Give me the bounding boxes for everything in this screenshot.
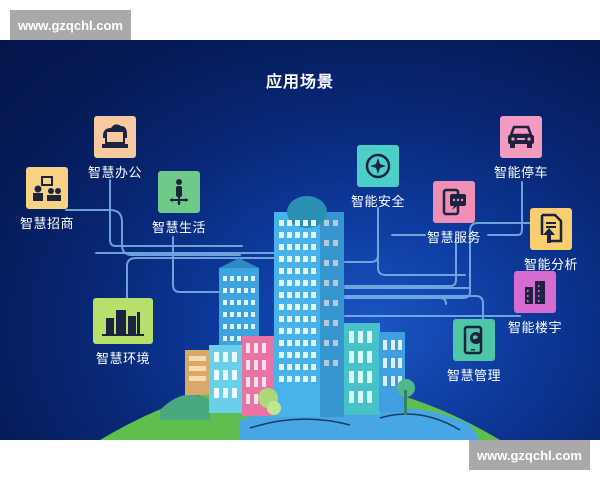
city-bars-icon bbox=[93, 298, 153, 344]
connector-lines bbox=[65, 179, 531, 323]
car-icon bbox=[500, 116, 542, 158]
cloud-laptop-icon bbox=[94, 116, 136, 158]
person-arrows-icon bbox=[158, 171, 200, 213]
phone-chat-icon bbox=[433, 181, 475, 223]
node-smart-investment: 智慧招商 bbox=[20, 167, 74, 232]
node-smart-parking: 智能停车 bbox=[494, 116, 548, 181]
node-label: 智能楼宇 bbox=[508, 321, 563, 336]
node-label: 智慧招商 bbox=[20, 217, 75, 232]
node-label: 智慧生活 bbox=[152, 221, 207, 236]
diagram-title: 应用场景 bbox=[265, 72, 334, 91]
node-smart-life: 智慧生活 bbox=[152, 171, 206, 236]
city-globe-illustration bbox=[100, 196, 500, 440]
watermark-bottom: www.gzqchl.com bbox=[469, 440, 590, 470]
presentation-meeting-icon bbox=[26, 167, 68, 209]
node-smart-environment: 智慧环境 bbox=[93, 298, 153, 367]
node-smart-office: 智慧办公 bbox=[88, 116, 142, 181]
watermark-top: www.gzqchl.com bbox=[10, 10, 131, 40]
application-scenarios-diagram: 应用场景 智慧办公 智慧招商 智慧生活 智慧环境 智能安全 bbox=[0, 40, 600, 440]
node-smart-management: 智慧管理 bbox=[447, 319, 501, 384]
node-label: 智慧办公 bbox=[88, 166, 143, 181]
node-label: 智慧管理 bbox=[447, 369, 502, 384]
tablet-globe-icon bbox=[453, 319, 495, 361]
buildings-icon bbox=[514, 271, 556, 313]
document-upload-icon bbox=[530, 208, 572, 250]
node-smart-service: 智慧服务 bbox=[427, 181, 481, 246]
node-smart-security: 智能安全 bbox=[351, 145, 405, 210]
node-label: 智能安全 bbox=[351, 195, 406, 210]
node-label: 智慧服务 bbox=[427, 231, 482, 246]
node-label: 智能停车 bbox=[494, 166, 549, 181]
node-smart-building: 智能楼宇 bbox=[508, 271, 562, 336]
node-label: 智能分析 bbox=[524, 258, 579, 273]
compass-shield-icon bbox=[357, 145, 399, 187]
node-label: 智慧环境 bbox=[95, 352, 150, 367]
node-smart-analysis: 智能分析 bbox=[524, 208, 578, 273]
